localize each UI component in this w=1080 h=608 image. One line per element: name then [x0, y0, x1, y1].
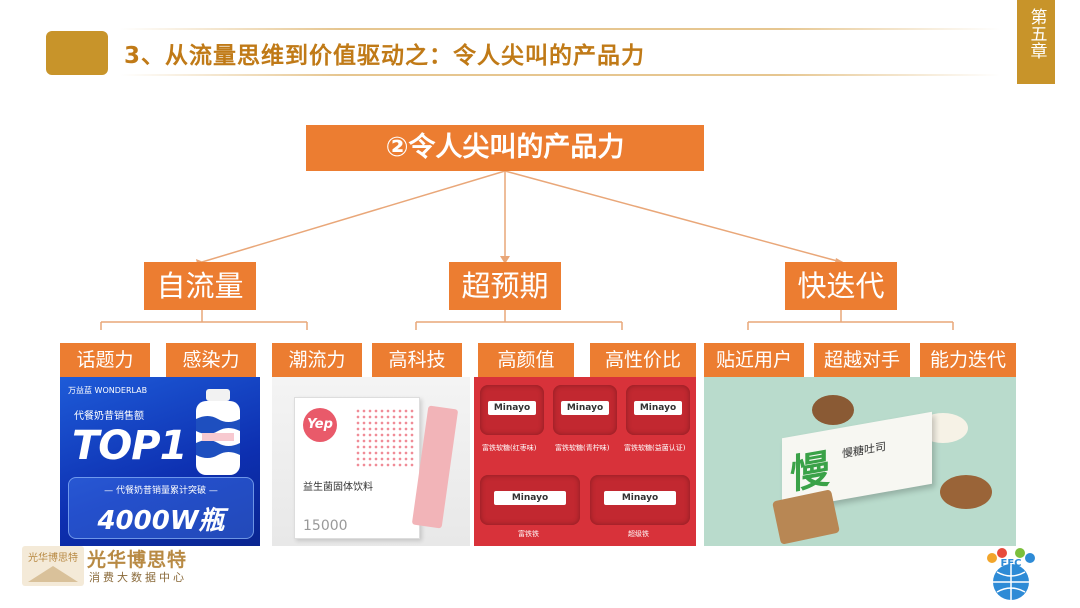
organization-name: 光华博思特	[87, 549, 188, 571]
sub-high-tech: 高科技	[372, 343, 462, 377]
slide-title: 3、从流量思维到价值驱动之：令人尖叫的产品力	[124, 43, 646, 69]
product-photo-minayo: Minayo Minayo Minayo 富铁软糖(红枣味) 富铁软糖(青柠味)…	[474, 377, 696, 546]
chapter-label: 第五章	[1026, 8, 1047, 59]
main-node-product-power: ②令人尖叫的产品力	[306, 125, 704, 171]
sub-infection-power: 感染力	[166, 343, 256, 377]
sub-high-looks: 高颜值	[478, 343, 574, 377]
arrowhead-cat-2	[500, 256, 510, 264]
wonderlab-top1: TOP1	[72, 423, 187, 469]
sub-trend-power: 潮流力	[272, 343, 362, 377]
sub-topic-power: 话题力	[60, 343, 150, 377]
header-rule-top	[120, 28, 1000, 30]
minayo-package: Minayo	[561, 401, 609, 415]
dot-pattern	[355, 408, 415, 468]
emblem-text: 光华博思特	[28, 551, 78, 564]
yep-count: 15000	[303, 518, 348, 534]
sales-figure: 4000W瓶	[97, 506, 225, 536]
yep-product-name: 益生菌固体饮料	[303, 482, 373, 493]
category-exceed-expectation: 超预期	[449, 262, 561, 310]
minayo-caption: 富铁软糖(红枣味)	[482, 444, 537, 452]
nut-bowl	[940, 475, 992, 509]
shelf-cell: Minayo	[590, 475, 690, 525]
sub-close-to-users: 贴近用户	[704, 343, 804, 377]
minayo-caption: 超级铁	[628, 530, 649, 538]
sub-high-value: 高性价比	[590, 343, 696, 377]
organization-subtitle: 消费大数据中心	[89, 571, 187, 584]
connector-to-cat-1	[201, 170, 506, 263]
nut-bowl	[812, 395, 854, 425]
yep-package: Yep 益生菌固体饮料 15000	[294, 397, 420, 539]
sub-capability-iteration: 能力迭代	[920, 343, 1016, 377]
organization-emblem: 光华博思特	[22, 546, 84, 586]
yep-logo: Yep	[303, 408, 337, 442]
shelf-cell: Minayo	[626, 385, 690, 435]
minayo-package: Minayo	[604, 491, 676, 505]
product-photo-wonderlab: 万益蓝 WONDERLAB 代餐奶昔销售额 TOP1 — 代餐奶昔销量累计突破 …	[60, 377, 260, 546]
minayo-package: Minayo	[634, 401, 682, 415]
toast-label: 慢糖吐司	[842, 439, 886, 461]
category-fast-iteration: 快迭代	[785, 262, 897, 310]
sales-caption: — 代餐奶昔销量累计突破 —	[104, 486, 218, 496]
product-photo-toast: 慢 慢糖吐司	[704, 377, 1016, 546]
wonderlab-brand: 万益蓝 WONDERLAB	[68, 386, 148, 395]
bottle-icon	[196, 389, 240, 475]
minayo-package: Minayo	[494, 491, 566, 505]
ffc-logo: FFC	[987, 548, 1035, 600]
connector-to-cat-3	[504, 170, 842, 263]
minayo-package: Minayo	[488, 401, 536, 415]
shelf-cell: Minayo	[480, 385, 544, 435]
minayo-caption: 富铁铁	[518, 530, 539, 538]
category-self-traffic: 自流量	[144, 262, 256, 310]
shelf-cell: Minayo	[553, 385, 617, 435]
header-rule-bottom	[120, 74, 1000, 76]
product-photo-yep: Yep 益生菌固体饮料 15000	[272, 377, 470, 546]
wonderlab-subtitle: 代餐奶昔销售额	[74, 411, 144, 422]
ffc-text: FFC	[1000, 558, 1021, 569]
minayo-caption: 富铁软糖(益菌认证)	[624, 444, 686, 452]
chapter-tab: 第五章	[1017, 0, 1055, 84]
sales-highlight-box: — 代餐奶昔销量累计突破 — 4000W瓶	[68, 477, 254, 539]
minayo-caption: 富铁软糖(青柠味)	[555, 444, 610, 452]
sub-surpass-rivals: 超越对手	[814, 343, 910, 377]
header-accent-block	[46, 31, 108, 75]
shelf-cell: Minayo	[480, 475, 580, 525]
